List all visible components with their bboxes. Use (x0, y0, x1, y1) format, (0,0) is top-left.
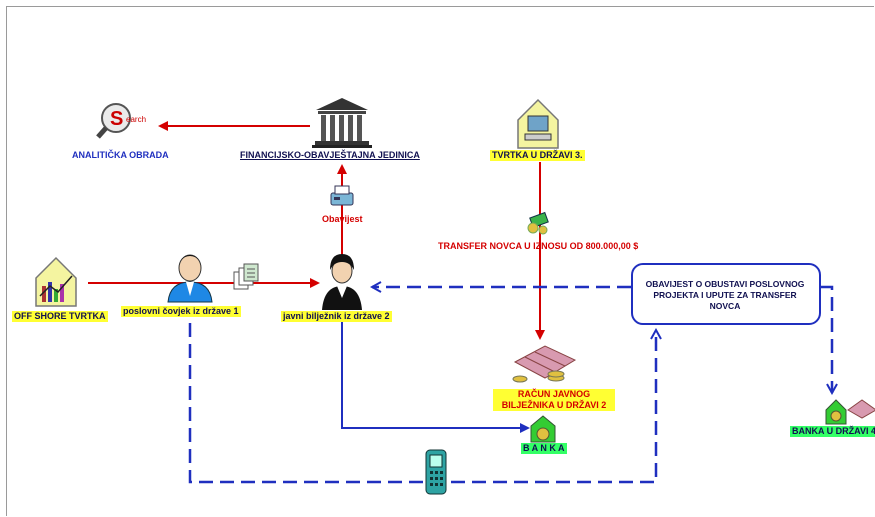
dashed-notice-to-bank4 (821, 285, 832, 393)
search-magnifier-icon: S earch (96, 103, 146, 139)
label-financijsko-obavjestajna: FINANCIJSKO-OBAVJEŠTAJNA JEDINICA (240, 150, 420, 160)
label-banka: B A N K A (521, 443, 567, 454)
dashed-businessman-to-notice (188, 323, 656, 484)
label-racun-javnog-biljeznika: RAČUN JAVNOG BILJEŽNIKA U DRŽAVI 2 (493, 389, 615, 411)
label-obavijest: Obavijest (322, 214, 363, 224)
label-analiticka-obrada: ANALITIČKA OBRADA (72, 150, 169, 160)
label-javni-biljeznik: javni bilježnik iz države 2 (281, 311, 392, 322)
label-tvrtka-3: TVRTKA U DRŽAVI 3. (490, 150, 585, 161)
money-tray-icon (512, 345, 577, 383)
label-poslovni-covjek: poslovni čovjek iz države 1 (121, 306, 241, 317)
diagram-frame (6, 6, 874, 516)
arrow-notary-to-bank (341, 322, 530, 433)
computer-house-icon (517, 98, 559, 149)
fax-icon (330, 185, 354, 206)
label-offshore: OFF SHORE TVRTKA (12, 311, 108, 322)
svg-text:earch: earch (126, 115, 146, 124)
mobile-phone-icon (425, 449, 447, 495)
money-transfer-icon (527, 211, 549, 235)
notary-icon (322, 254, 362, 310)
bank-state4-icon (825, 399, 875, 425)
bank-icon (530, 415, 556, 443)
label-transfer: TRANSFER NOVCA U IZNOSU OD 800.000,00 $ (438, 241, 639, 251)
documents-icon (233, 263, 259, 290)
svg-text:S: S (110, 108, 123, 130)
notice-box: OBAVIJEST O OBUSTAVI POSLOVNOG PROJEKTA … (631, 263, 821, 325)
bank-building-icon (312, 98, 372, 148)
businessman-icon (167, 254, 213, 303)
notice-text: OBAVIJEST O OBUSTAVI POSLOVNOG PROJEKTA … (645, 279, 805, 311)
label-banka-drzava-4: BANKA U DRŽAVI 4 (790, 426, 875, 437)
chart-house-icon (35, 256, 77, 307)
